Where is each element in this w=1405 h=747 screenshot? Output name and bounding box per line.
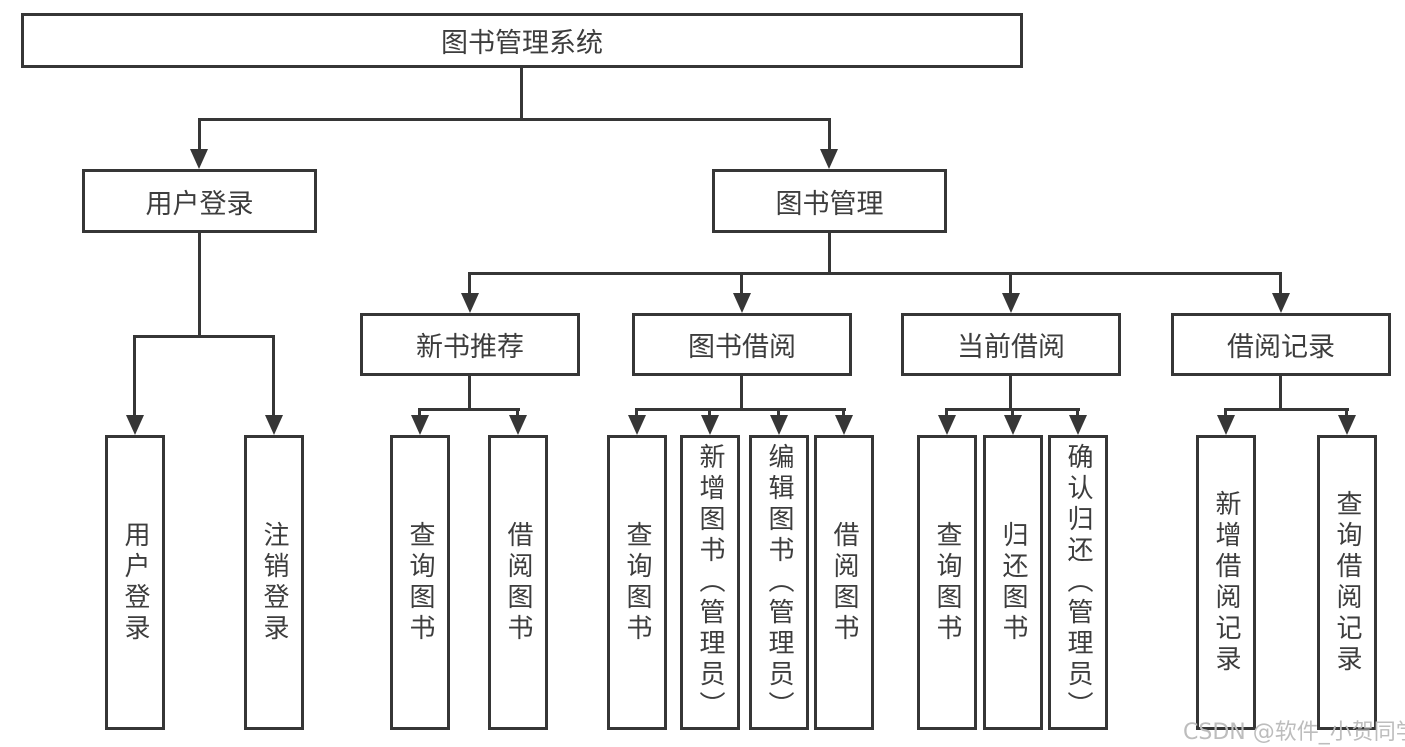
arrow-down-icon xyxy=(190,149,208,169)
connector-line xyxy=(198,233,201,335)
node-label: 归还图书 xyxy=(998,520,1028,645)
leaf-add-books-admin: 新增图书（管理员） xyxy=(680,435,740,730)
node-label: 图书借阅 xyxy=(688,332,796,363)
node-label: 查询图书 xyxy=(622,520,652,645)
node-book-management: 图书管理 xyxy=(712,169,947,233)
csdn-watermark: CSDN @软件_小贺同学 xyxy=(1183,720,1405,745)
arrow-down-icon xyxy=(411,415,429,435)
arrow-down-icon xyxy=(628,415,646,435)
node-label: 当前借阅 xyxy=(957,332,1065,363)
leaf-borrow-books-recommend: 借阅图书 xyxy=(488,435,548,730)
node-label: 图书管理 xyxy=(775,188,884,220)
leaf-query-borrow-record: 查询借阅记录 xyxy=(1317,435,1377,730)
connector-line xyxy=(1009,272,1012,293)
arrow-down-icon xyxy=(1069,415,1087,435)
arrow-down-icon xyxy=(1004,415,1022,435)
node-root-system: 图书管理系统 xyxy=(21,13,1023,68)
connector-line xyxy=(1279,376,1282,408)
connector-line xyxy=(516,408,519,417)
connector-line xyxy=(418,408,421,417)
connector-line xyxy=(740,376,743,408)
leaf-borrow-books: 借阅图书 xyxy=(814,435,874,730)
connector-line xyxy=(133,335,136,415)
node-label: 查询借阅记录 xyxy=(1332,489,1362,676)
leaf-logout: 注销登录 xyxy=(244,435,304,730)
node-label: 新增借阅记录 xyxy=(1211,489,1241,676)
node-label: 新书推荐 xyxy=(416,332,524,363)
node-book-borrow: 图书借阅 xyxy=(632,313,852,376)
leaf-query-books-current: 查询图书 xyxy=(917,435,977,730)
arrow-down-icon xyxy=(265,415,283,435)
node-label: 借阅图书 xyxy=(829,520,859,645)
node-label: 图书管理系统 xyxy=(441,28,603,59)
connector-line xyxy=(842,408,845,417)
node-user-login: 用户登录 xyxy=(82,169,317,233)
connector-line xyxy=(635,408,846,411)
arrow-down-icon xyxy=(1217,415,1235,435)
leaf-return-books: 归还图书 xyxy=(983,435,1043,730)
connector-line xyxy=(1345,408,1348,417)
connector-line xyxy=(945,408,948,417)
node-current-borrow: 当前借阅 xyxy=(901,313,1121,376)
arrow-down-icon xyxy=(733,293,751,313)
connector-line xyxy=(740,272,743,293)
leaf-user-login: 用户登录 xyxy=(105,435,165,730)
connector-line xyxy=(198,118,831,121)
arrow-down-icon xyxy=(126,415,144,435)
arrow-down-icon xyxy=(701,415,719,435)
connector-line xyxy=(133,335,275,338)
connector-line xyxy=(708,408,711,417)
arrow-down-icon xyxy=(820,149,838,169)
arrow-down-icon xyxy=(770,415,788,435)
node-label: 编辑图书（管理员） xyxy=(764,443,794,722)
connector-line xyxy=(468,272,1282,275)
connector-line xyxy=(198,121,201,149)
connector-line xyxy=(635,408,638,417)
connector-line xyxy=(1076,408,1079,417)
connector-line xyxy=(777,408,780,417)
leaf-confirm-return-admin: 确认归还（管理员） xyxy=(1048,435,1108,730)
leaf-add-borrow-record: 新增借阅记录 xyxy=(1196,435,1256,730)
connector-line xyxy=(272,335,275,415)
connector-line xyxy=(1279,272,1282,293)
arrow-down-icon xyxy=(938,415,956,435)
node-label: 确认归还（管理员） xyxy=(1063,443,1093,722)
arrow-down-icon xyxy=(461,293,479,313)
arrow-down-icon xyxy=(1272,293,1290,313)
arrow-down-icon xyxy=(1338,415,1356,435)
connector-line xyxy=(1224,408,1227,417)
node-label: 查询图书 xyxy=(405,520,435,645)
arrow-down-icon xyxy=(1002,293,1020,313)
connector-line xyxy=(468,376,471,408)
node-label: 借阅图书 xyxy=(503,520,533,645)
connector-line xyxy=(1009,376,1012,408)
node-label: 用户登录 xyxy=(145,188,254,220)
leaf-query-books-recommend: 查询图书 xyxy=(390,435,450,730)
connector-line xyxy=(828,121,831,149)
connector-line xyxy=(1011,408,1014,417)
connector-line xyxy=(468,272,471,293)
node-label: 新增图书（管理员） xyxy=(695,443,725,722)
arrow-down-icon xyxy=(509,415,527,435)
leaf-edit-books-admin: 编辑图书（管理员） xyxy=(749,435,809,730)
node-borrow-records: 借阅记录 xyxy=(1171,313,1391,376)
connector-line xyxy=(1224,408,1349,411)
connector-line xyxy=(418,408,520,411)
connector-line xyxy=(520,68,523,118)
arrow-down-icon xyxy=(835,415,853,435)
node-label: 查询图书 xyxy=(932,520,962,645)
node-new-book-recommend: 新书推荐 xyxy=(360,313,580,376)
node-label: 用户登录 xyxy=(120,520,150,645)
node-label: 注销登录 xyxy=(259,520,289,645)
leaf-query-books-borrow: 查询图书 xyxy=(607,435,667,730)
connector-line xyxy=(828,233,831,272)
node-label: 借阅记录 xyxy=(1227,332,1335,363)
